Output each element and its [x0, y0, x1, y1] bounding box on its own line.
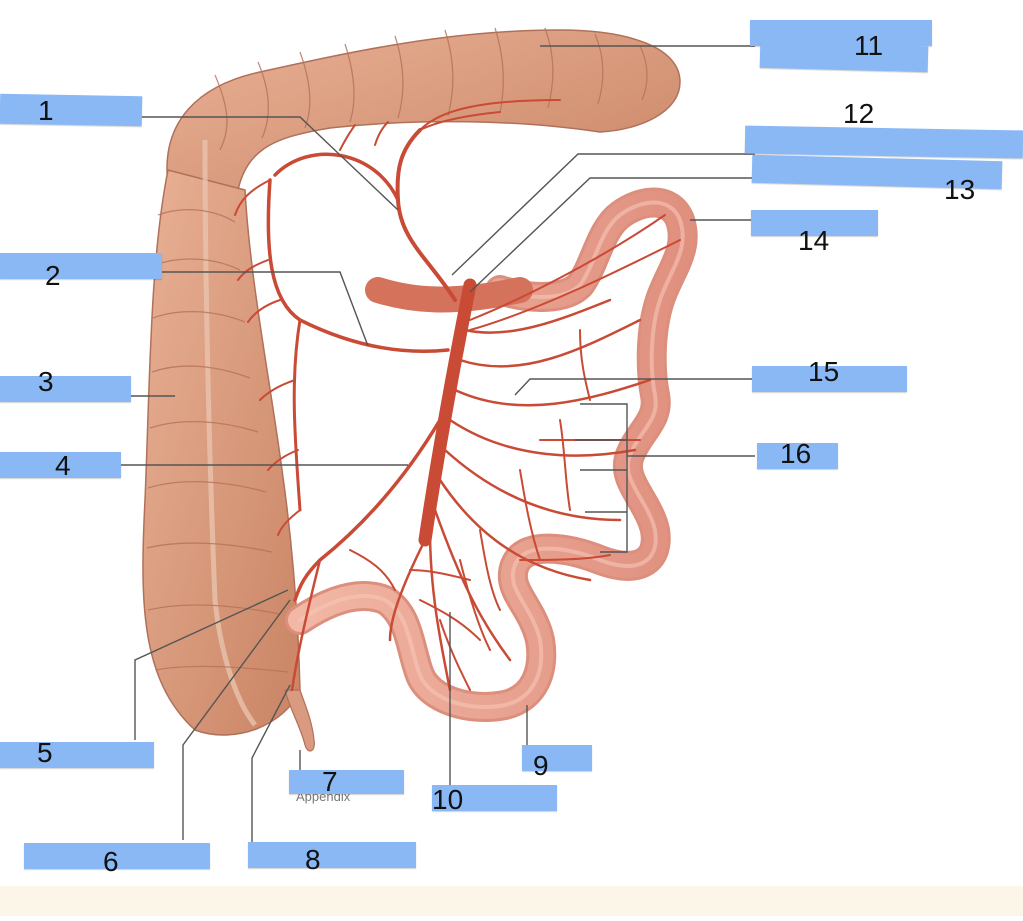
label-number-6: 6 [103, 846, 119, 877]
arteries [234, 99, 681, 692]
label-box-1[interactable] [0, 93, 143, 127]
label-number-14: 14 [798, 225, 830, 256]
label-number-7: 7 [322, 766, 338, 797]
label-box-7[interactable] [289, 770, 404, 794]
leader-lines [120, 45, 755, 845]
label-box-6[interactable] [24, 843, 210, 869]
label-number-5: 5 [37, 737, 53, 768]
leader-1 [140, 116, 399, 211]
label-box-11-tail [759, 41, 929, 73]
label-box-4[interactable] [0, 452, 121, 478]
leader-8 [251, 684, 291, 845]
label-box-5[interactable] [0, 742, 154, 768]
label-box-16[interactable] [757, 443, 838, 469]
leader-2 [160, 271, 369, 347]
label-number-3: 3 [38, 366, 54, 397]
label-box-11[interactable] [750, 20, 932, 46]
label-box-9[interactable] [522, 745, 592, 771]
leader-6 [182, 599, 291, 840]
label-box-10[interactable] [432, 785, 557, 811]
small-intestine [285, 187, 698, 722]
label-box-14[interactable] [751, 210, 878, 236]
label-number-2: 2 [45, 260, 61, 291]
sma-trunk [418, 278, 477, 547]
label-number-4: 4 [55, 450, 71, 481]
label-number-11: 11 [854, 30, 884, 61]
label-box-8[interactable] [248, 842, 416, 868]
label-number-16: 16 [780, 438, 812, 469]
label-box-12[interactable] [744, 125, 1023, 159]
label-number-13: 13 [944, 174, 976, 205]
label-number-12: 12 [843, 98, 875, 129]
label-box-15[interactable] [752, 366, 907, 392]
label-number-9: 9 [533, 750, 549, 781]
appendix [284, 689, 315, 752]
label-number-10: 10 [432, 784, 464, 815]
leader-13 [469, 177, 755, 293]
label-box-3[interactable] [0, 376, 131, 402]
footer-band [0, 886, 1023, 916]
bracket-16 [575, 403, 628, 553]
aorta-stub [365, 277, 533, 313]
label-number-1: 1 [38, 95, 54, 126]
label-number-15: 15 [808, 356, 840, 387]
leader-12 [451, 153, 755, 276]
transverse-colon [166, 29, 681, 212]
leader-15 [514, 378, 755, 396]
label-box-2[interactable] [0, 253, 162, 279]
leader-5 [134, 589, 289, 740]
label-number-8: 8 [305, 844, 321, 875]
